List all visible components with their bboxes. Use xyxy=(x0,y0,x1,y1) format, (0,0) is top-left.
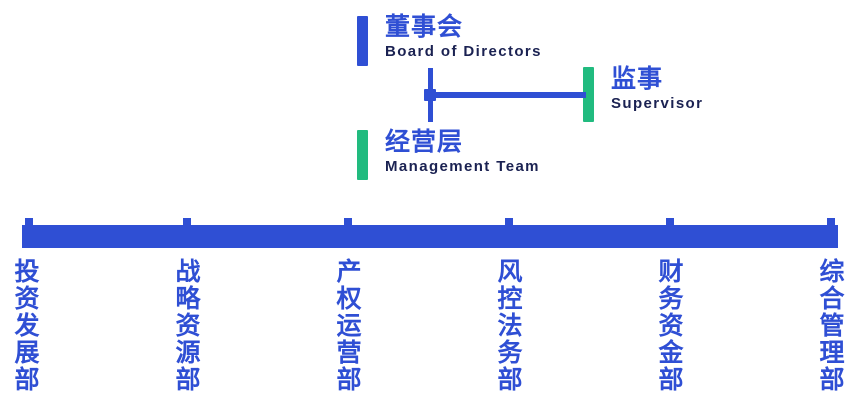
supervisor-title-cn: 监事 xyxy=(611,65,664,93)
management-title-en: Management Team xyxy=(385,158,540,175)
bus-stub-5 xyxy=(666,218,674,227)
board-title-en: Board of Directors xyxy=(385,43,542,60)
board-title-cn: 董事会 xyxy=(385,13,464,41)
bus-stub-6 xyxy=(827,218,835,227)
dept-label-finance-funds[interactable]: 财务资金部 xyxy=(655,258,683,393)
dept-label-strategic-resources[interactable]: 战略资源部 xyxy=(172,258,200,393)
connector-junction-node xyxy=(424,89,436,101)
dept-label-property-rights-operations[interactable]: 产权运营部 xyxy=(333,258,361,393)
management-accent-bar xyxy=(357,130,368,180)
management-title-cn: 经营层 xyxy=(385,128,464,156)
node-board[interactable]: 董事会 Board of Directors xyxy=(385,12,542,62)
supervisor-title-en: Supervisor xyxy=(611,95,704,112)
node-supervisor[interactable]: 监事 Supervisor xyxy=(611,64,703,114)
bus-stub-1 xyxy=(25,218,33,227)
department-bus-bar xyxy=(22,225,838,248)
connector-horizontal-to-supervisor xyxy=(428,92,586,98)
supervisor-accent-bar xyxy=(583,67,594,122)
board-accent-bar xyxy=(357,16,368,66)
bus-stub-3 xyxy=(344,218,352,227)
bus-stub-4 xyxy=(505,218,513,227)
dept-label-general-management[interactable]: 综合管理部 xyxy=(816,258,844,393)
dept-label-risk-control-legal[interactable]: 风控法务部 xyxy=(494,258,522,393)
node-management[interactable]: 经营层 Management Team xyxy=(385,127,540,177)
bus-stub-2 xyxy=(183,218,191,227)
dept-label-investment-development[interactable]: 投资发展部 xyxy=(11,258,39,393)
